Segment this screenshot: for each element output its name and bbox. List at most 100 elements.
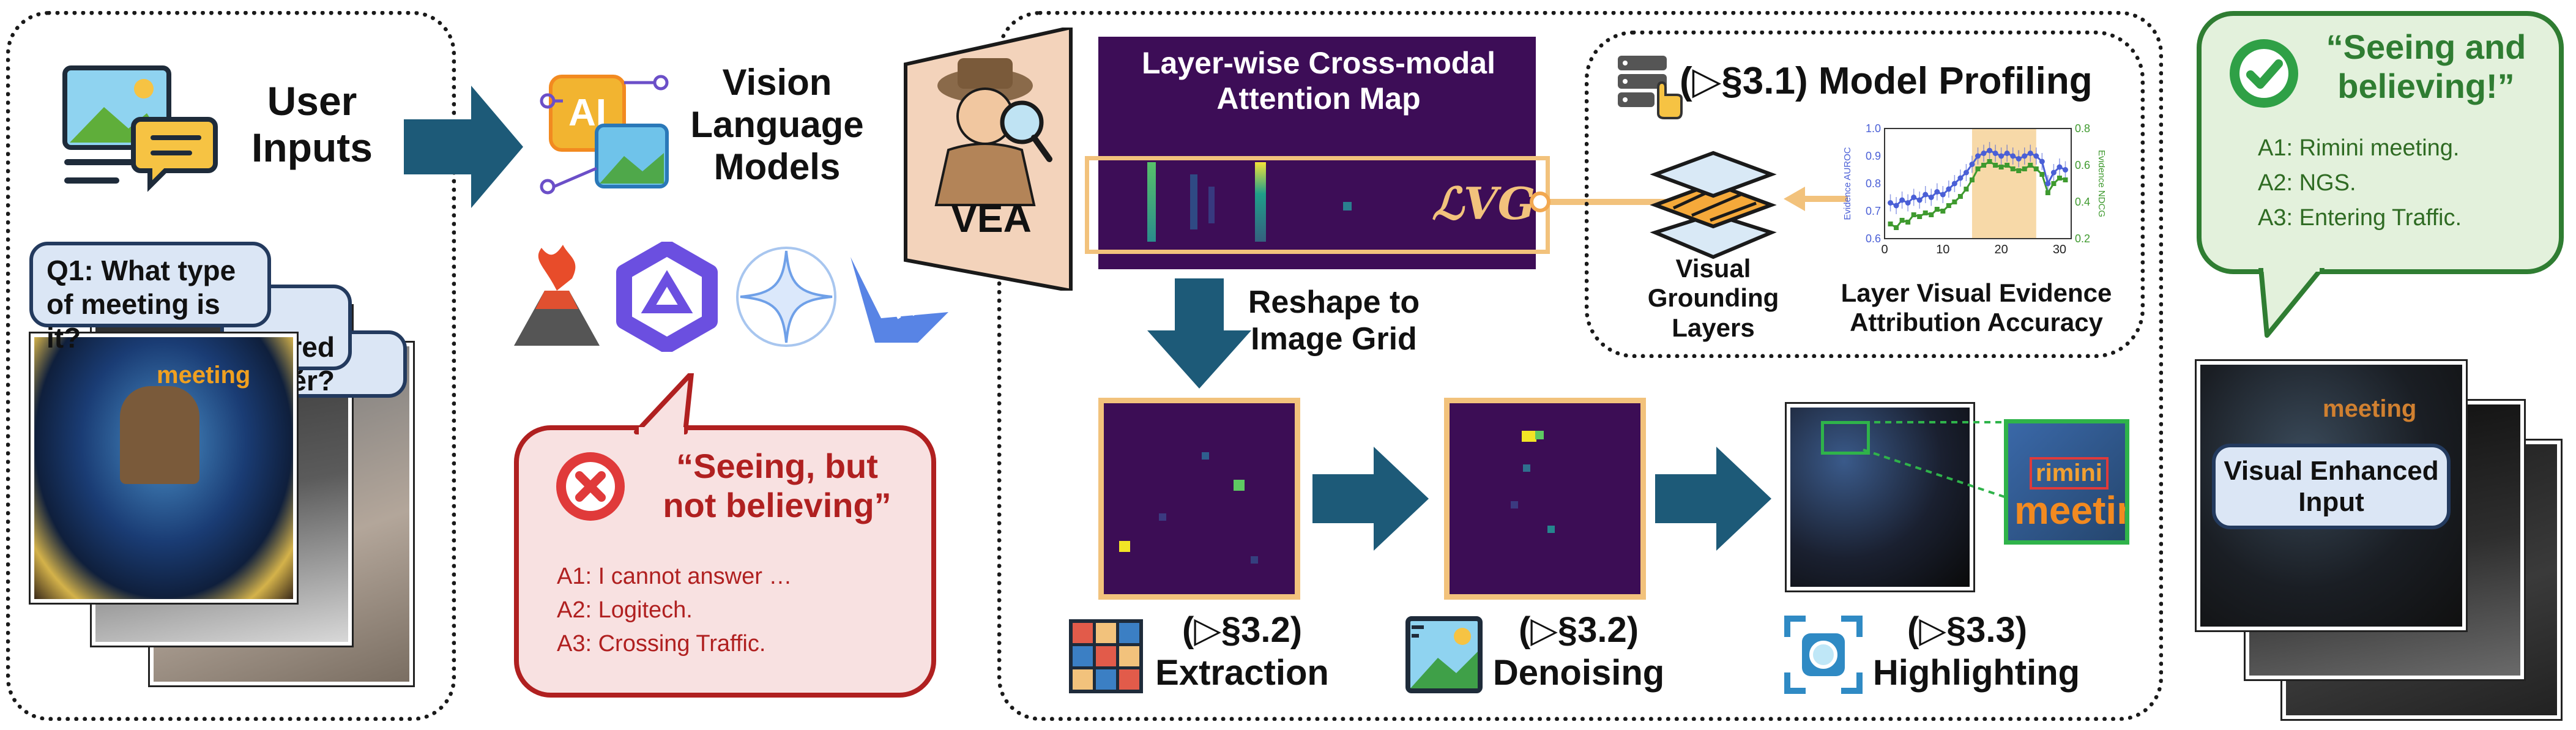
model-profiling-panel <box>1585 31 2145 358</box>
chart-point-auroc <box>1975 153 1981 159</box>
chart-point-auroc <box>2022 153 2028 159</box>
denoising-to-highlighting-arrow <box>1655 447 1771 551</box>
chart-point-ndcg <box>2005 163 2010 168</box>
profiling-chart-caption: Layer Visual Evidence Attribution Accura… <box>1841 278 2112 337</box>
photo-meeting-text: meeting <box>157 362 251 389</box>
chart-frame <box>1884 128 2072 239</box>
extraction-label: Extraction <box>1155 653 1329 693</box>
bad-answer-2: A2: Logitech. <box>557 597 693 623</box>
chart-point-auroc <box>1928 195 1934 200</box>
chart-point-auroc <box>1905 200 1911 206</box>
server-hand-icon <box>1618 56 1683 119</box>
chart-point-auroc <box>2039 158 2045 165</box>
chart-point-ndcg <box>2028 163 2033 168</box>
chart-x-tick: 0 <box>1881 243 1888 256</box>
chart-to-layers-arrow <box>1784 187 1848 211</box>
chart-y-left-tick: 0.8 <box>1866 177 1881 190</box>
question-card-1: Q1: What type of meeting is it? <box>29 242 271 354</box>
red-bubble-tail <box>634 373 694 434</box>
loss-connector <box>1530 192 1670 212</box>
heat-dot <box>1234 480 1245 491</box>
heat-dot <box>1535 431 1544 439</box>
extraction-ref: (▷§3.2) <box>1182 610 1303 650</box>
extraction-to-denoising-arrow <box>1312 447 1429 551</box>
chart-point-auroc <box>1998 153 2005 159</box>
attention-map <box>1085 37 1550 269</box>
chart-y-left-tick: 0.6 <box>1866 233 1881 245</box>
chart-point-auroc <box>1940 192 1946 198</box>
chart-point-auroc <box>2027 151 2033 156</box>
chart-point-ndcg <box>1888 222 1893 226</box>
seeing-believing-quote: “Seeing and believing!” <box>2326 28 2526 106</box>
heat-dot <box>1522 431 1536 442</box>
input-to-vlm-arrow <box>404 86 523 208</box>
chart-point-ndcg <box>1998 165 2004 169</box>
grounding-layers-icon <box>1650 151 1777 259</box>
chart-point-ndcg <box>1987 159 1992 164</box>
good-answer-2: A2: NGS. <box>2258 170 2356 196</box>
chart-point-ndcg <box>2051 181 2057 186</box>
vea-detective-icon <box>904 28 1073 291</box>
chart-y-left-tick: 0.7 <box>1866 205 1881 217</box>
user-inputs-panel <box>6 11 456 721</box>
chart-point-ndcg <box>2033 166 2039 171</box>
chart-x-tick: 10 <box>1936 243 1949 256</box>
attention-bar-3 <box>1190 174 1197 229</box>
denoising-ref: (▷§3.2) <box>1518 610 1639 650</box>
extraction-heatmap <box>1098 398 1300 600</box>
extraction-grid-icon <box>1069 619 1143 693</box>
chart-point-ndcg <box>1981 163 1987 168</box>
highlighting-focus-icon <box>1784 616 1863 694</box>
chart-point-auroc <box>2062 167 2068 173</box>
attention-map-title: Layer-wise Cross-modal Attention Map <box>1142 46 1495 116</box>
question-1-text: Q1: What type of meeting is it? <box>47 255 236 354</box>
denoising-label: Denoising <box>1492 653 1665 693</box>
green-bubble-tail <box>2258 268 2325 338</box>
chart-point-ndcg <box>1911 212 1916 217</box>
vea-label: VEA <box>951 196 1032 240</box>
chart-point-auroc <box>1981 151 1987 156</box>
chart-point-ndcg <box>1899 218 1905 223</box>
chart-point-auroc <box>1957 175 1964 181</box>
chart-point-auroc <box>1946 186 1952 192</box>
image-chat-icon <box>62 65 218 192</box>
model-profiling-title: (▷§3.1) Model Profiling <box>1680 60 2093 102</box>
vlm-title: Vision Language Models <box>690 62 864 187</box>
heat-dot <box>1159 513 1166 521</box>
good-answer-3: A3: Entering Traffic. <box>2258 205 2462 231</box>
not-believing-quote: “Seeing, but not believing” <box>663 447 892 525</box>
question-2-fragment: red er? <box>291 331 335 397</box>
volcano-logo-icon <box>514 245 600 346</box>
chart-point-ndcg <box>1964 187 1969 192</box>
heat-dot <box>1547 526 1555 533</box>
qwen-logo-icon <box>616 242 718 352</box>
zoomed-crop: rimini meeting <box>2004 419 2129 545</box>
user-inputs-title: User Inputs <box>251 78 373 170</box>
attention-bar-5 <box>1208 187 1215 223</box>
check-icon <box>2230 39 2298 108</box>
chart-x-tick: 20 <box>1995 243 2008 256</box>
visual-enhanced-input-label: Visual Enhanced Input <box>2212 444 2451 529</box>
chart-point-ndcg <box>1929 212 1934 217</box>
chart-point-ndcg <box>1969 177 1975 182</box>
heat-dot <box>1119 541 1130 552</box>
highlighting-ref: (▷§3.3) <box>1907 610 2028 650</box>
highlight-box <box>1821 421 1870 455</box>
denoising-image-icon <box>1405 616 1483 693</box>
chart-point-ndcg <box>1952 199 1957 204</box>
input-photo-front: meeting <box>31 333 297 603</box>
zoomed-rimini-text: rimini <box>2030 457 2109 490</box>
chart-point-auroc <box>1911 195 1917 200</box>
chart-point-ndcg <box>1917 214 1923 219</box>
zoom-connector <box>1863 421 2011 500</box>
enhanced-meeting-text: meeting <box>2323 395 2417 422</box>
chart-point-auroc <box>2033 153 2039 159</box>
chart-point-ndcg <box>2016 168 2022 173</box>
chart-point-auroc <box>1899 197 1905 203</box>
chart-point-ndcg <box>1894 225 1899 230</box>
heat-dot <box>1251 556 1258 564</box>
chart-y-right-tick: 0.8 <box>2075 122 2090 135</box>
chart-point-auroc <box>1987 147 1993 154</box>
chart-point-ndcg <box>2045 190 2050 195</box>
